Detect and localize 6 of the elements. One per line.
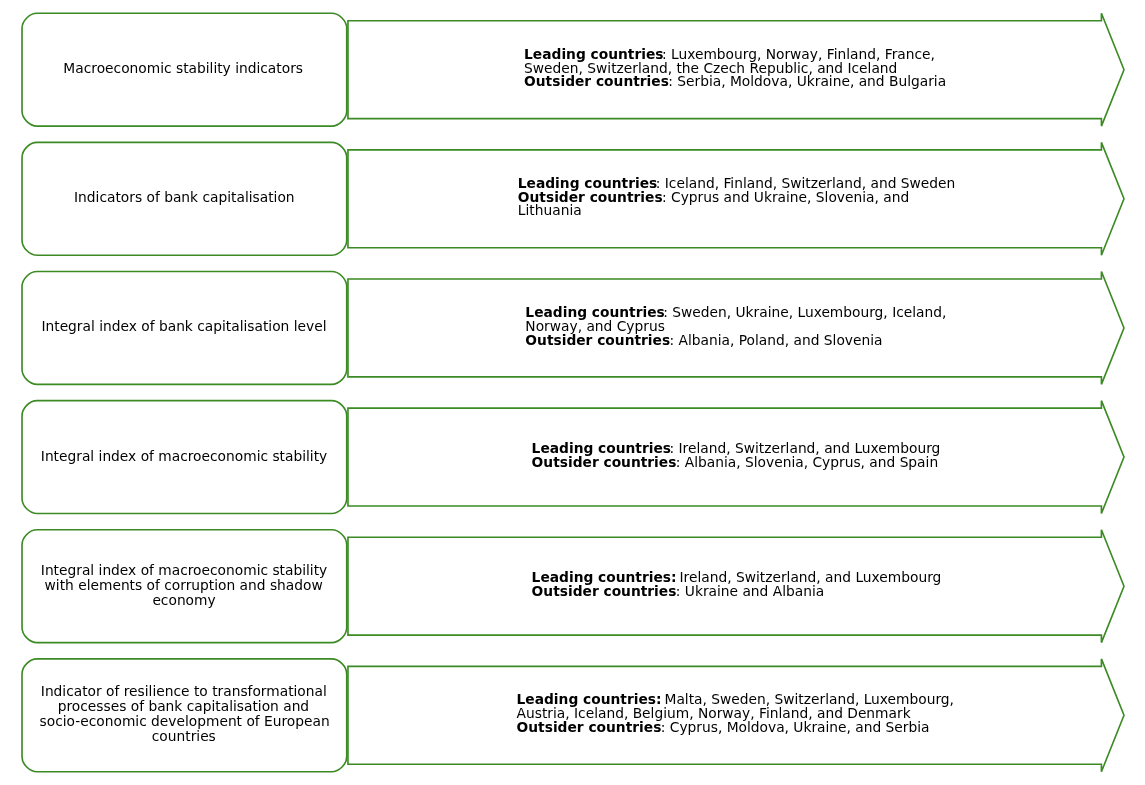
node-box: Macroeconomic stability indicators [20, 12, 348, 127]
node-box: Indicator of resilience to transformational processes of bank capitalisation and socio-economic development of European countries [20, 658, 348, 773]
node-box: Integral index of macroeconomic stability [20, 399, 348, 515]
node-box: Integral index of bank capitalisation level [20, 270, 348, 386]
node-box: Indicators of bank capitalisation [20, 141, 348, 257]
node-box: Integral index of macroeconomic stability with elements of corruption and shadow economy [20, 528, 348, 644]
